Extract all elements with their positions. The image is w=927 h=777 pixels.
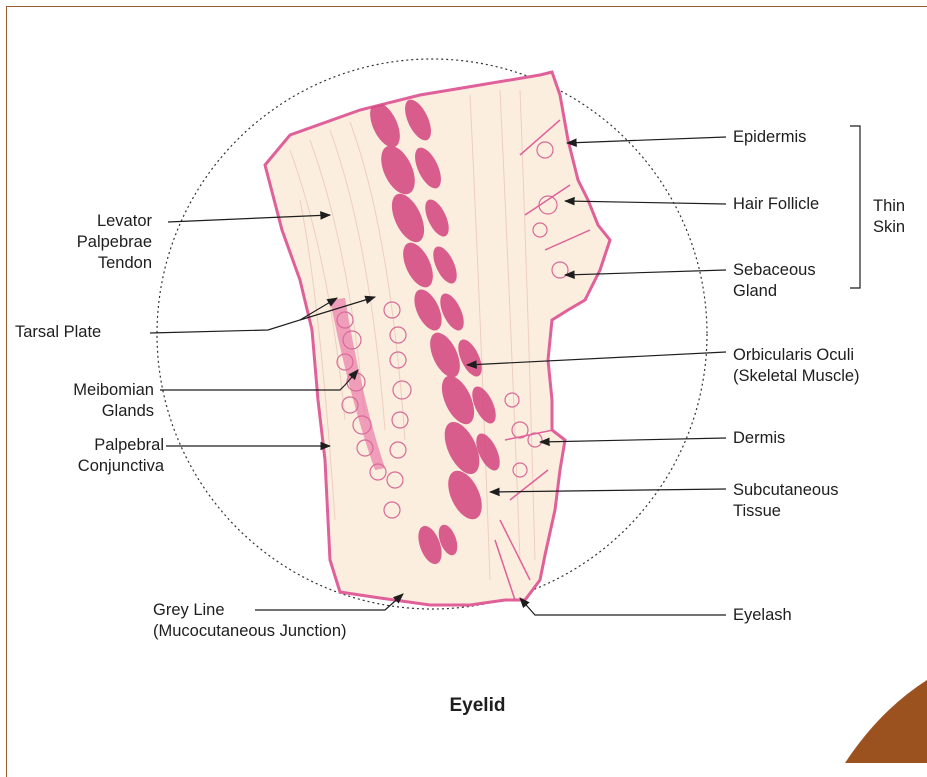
label-tarsal-plate: Tarsal Plate [15,322,101,343]
label-epidermis: Epidermis [733,127,806,148]
label-line: Thin [873,196,905,217]
label-eyelash: Eyelash [733,605,792,626]
eyelid-tissue-section [265,72,610,605]
label-line: Palpebral [40,435,164,456]
label-sebaceous-gland: Sebaceous Gland [733,260,816,302]
label-line: Subcutaneous [733,480,839,501]
label-line: Orbicularis Oculi [733,345,860,366]
corner-accent [845,680,927,763]
label-line: Palpebrae [70,232,152,253]
label-levator-palpebrae-tendon: Levator Palpebrae Tendon [70,211,152,274]
label-subcutaneous-tissue: Subcutaneous Tissue [733,480,839,522]
label-line: Meibomian [60,380,154,401]
label-line: (Skeletal Muscle) [733,366,860,387]
label-line: Skin [873,217,905,238]
label-hair-follicle: Hair Follicle [733,194,819,215]
label-line: Glands [60,401,154,422]
label-thin-skin: Thin Skin [873,196,905,238]
label-line: Tendon [70,253,152,274]
label-orbicularis-oculi: Orbicularis Oculi (Skeletal Muscle) [733,345,860,387]
figure-caption: Eyelid [0,695,927,717]
label-line: Grey Line [153,600,347,621]
thin-skin-bracket [850,126,860,288]
label-line: Gland [733,281,816,302]
label-line: Sebaceous [733,260,816,281]
label-palpebral-conjunctiva: Palpebral Conjunctiva [40,435,164,477]
label-line: Tissue [733,501,839,522]
label-grey-line: Grey Line (Mucocutaneous Junction) [153,600,347,642]
label-meibomian-glands: Meibomian Glands [60,380,154,422]
label-line: Levator [70,211,152,232]
label-line: Conjunctiva [40,456,164,477]
label-dermis: Dermis [733,428,785,449]
label-line: (Mucocutaneous Junction) [153,621,347,642]
